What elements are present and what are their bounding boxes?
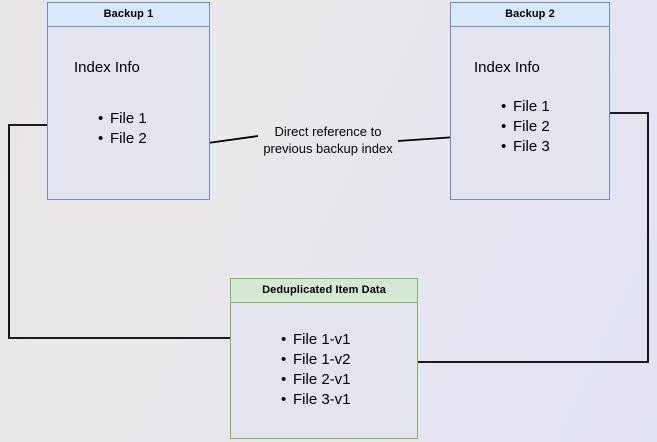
edge-label-line-2: previous backup index (263, 141, 393, 156)
list-item: File 1 (98, 109, 147, 129)
backup-1-file-list: File 1 File 2 (94, 109, 147, 149)
list-item: File 2 (501, 117, 550, 137)
backup-2-file-list: File 1 File 2 File 3 (497, 97, 550, 157)
node-deduplicated-item-data[interactable]: Deduplicated Item Data File 1-v1 File 1-… (230, 278, 418, 439)
list-item: File 2 (98, 129, 147, 149)
node-backup-2[interactable]: Backup 2 Index Info File 1 File 2 File 3 (450, 2, 610, 200)
dedup-file-list: File 1-v1 File 1-v2 File 2-v1 File 3-v1 (277, 330, 350, 410)
list-item: File 1 (501, 97, 550, 117)
node-backup-2-body: Index Info File 1 File 2 File 3 (451, 27, 609, 199)
node-deduplicated-item-data-body: File 1-v1 File 1-v2 File 2-v1 File 3-v1 (231, 303, 417, 438)
node-backup-1-body: Index Info File 1 File 2 (48, 27, 209, 199)
list-item: File 2-v1 (281, 370, 350, 390)
node-deduplicated-item-data-header: Deduplicated Item Data (231, 279, 417, 303)
list-item: File 1-v1 (281, 330, 350, 350)
node-backup-1-header: Backup 1 (48, 3, 209, 27)
backup-1-index-info-label: Index Info (74, 59, 140, 76)
node-backup-2-header: Backup 2 (451, 3, 609, 27)
list-item: File 1-v2 (281, 350, 350, 370)
backup-2-index-info-label: Index Info (474, 59, 540, 76)
edge-label-line-1: Direct reference to (274, 124, 382, 139)
list-item: File 3-v1 (281, 390, 350, 410)
list-item: File 3 (501, 137, 550, 157)
edge-label-direct-reference: Direct reference to previous backup inde… (252, 123, 404, 157)
node-backup-1[interactable]: Backup 1 Index Info File 1 File 2 (47, 2, 210, 200)
